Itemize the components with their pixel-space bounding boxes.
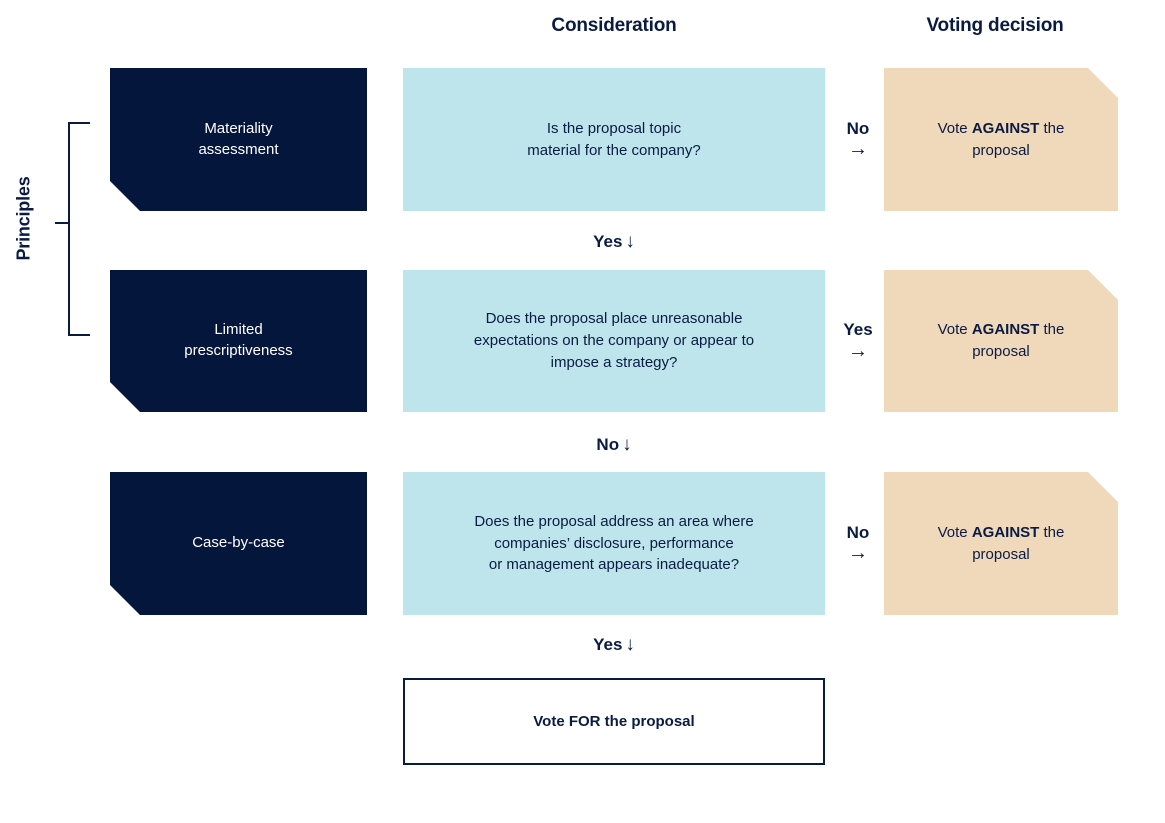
branch-label: No → — [836, 119, 880, 161]
flow-connector: Yes↓ — [593, 634, 635, 656]
flow-connector: No↓ — [596, 434, 631, 456]
arrow-right-icon: → — [848, 138, 868, 161]
flow-connector: Yes↓ — [593, 231, 635, 253]
flow-row: Case-by-case Does the proposal address a… — [0, 472, 1165, 615]
principles-bracket-tick — [55, 222, 69, 224]
arrow-down-icon: ↓ — [625, 634, 635, 655]
voting-decision-box: Vote AGAINST the proposal — [884, 68, 1118, 211]
branch-answer: No — [846, 522, 870, 542]
branch-label: Yes → — [836, 320, 880, 362]
arrow-right-icon: → — [848, 542, 868, 565]
voting-decision-box: Vote AGAINST the proposal — [884, 270, 1118, 412]
voting-decision-text: Vote AGAINST the proposal — [937, 119, 1065, 159]
connector-answer: Yes — [593, 635, 623, 654]
voting-decision-text: Vote AGAINST the proposal — [937, 523, 1065, 563]
arrow-down-icon: ↓ — [625, 231, 635, 252]
principles-bracket — [68, 122, 90, 336]
final-outcome-box: Vote FOR the proposal — [403, 678, 825, 765]
branch-answer: No — [846, 118, 870, 138]
voting-decision-text: Vote AGAINST the proposal — [937, 321, 1065, 360]
column-header-voting-decision: Voting decision — [926, 15, 1064, 36]
branch-label: No → — [836, 523, 880, 565]
principle-box: Case-by-case — [110, 472, 367, 615]
principle-label: Case-by-case — [192, 534, 285, 552]
arrow-right-icon: → — [848, 339, 868, 362]
connector-answer: Yes — [593, 232, 623, 251]
voting-decision-box: Vote AGAINST the proposal — [884, 472, 1118, 615]
principles-group: Principles — [0, 118, 100, 343]
branch-answer: Yes — [843, 320, 873, 340]
column-header-consideration: Consideration — [551, 15, 677, 36]
final-outcome-text: Vote FOR the proposal — [533, 713, 695, 730]
arrow-down-icon: ↓ — [622, 434, 632, 455]
connector-answer: No — [596, 435, 620, 454]
